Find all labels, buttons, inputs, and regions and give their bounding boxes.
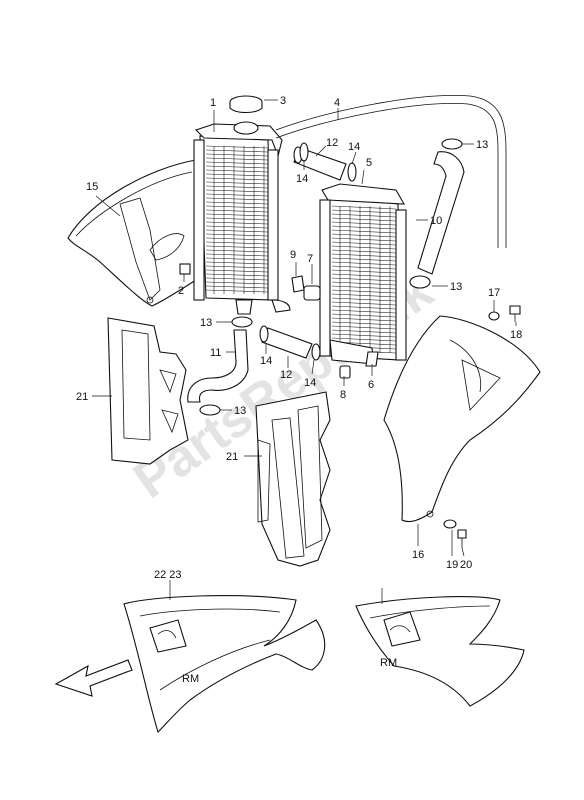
callout-12-lower: 12 bbox=[280, 369, 292, 381]
callout-12-upper: 12 bbox=[326, 137, 338, 149]
callout-14-upper-left: 14 bbox=[296, 173, 308, 185]
part-21-lower-guard[interactable] bbox=[255, 391, 331, 567]
part-17-washer[interactable] bbox=[488, 311, 500, 321]
part-10-right-hose[interactable] bbox=[417, 151, 465, 275]
svg-text:RM: RM bbox=[182, 673, 199, 685]
part-4-breather-hose[interactable] bbox=[275, 95, 507, 248]
leader-lines bbox=[92, 99, 517, 604]
callout-16: 16 bbox=[412, 549, 424, 561]
callout-13-lower-left-bottom: 13 bbox=[234, 405, 246, 417]
callout-11: 11 bbox=[210, 347, 221, 359]
part-8-bolt[interactable] bbox=[339, 365, 351, 379]
forward-arrow-icon bbox=[54, 659, 133, 697]
part-16-right-shroud[interactable] bbox=[383, 315, 541, 523]
callout-18: 18 bbox=[510, 329, 522, 341]
callout-10: 10 bbox=[430, 215, 442, 227]
part-20-bolt[interactable] bbox=[457, 529, 467, 548]
callout-2: 2 bbox=[178, 285, 184, 297]
callout-13-top-right: 13 bbox=[476, 139, 488, 151]
callout-14-upper-right: 14 bbox=[348, 141, 360, 153]
callout-13-mid-right: 13 bbox=[450, 281, 462, 293]
part-3-radiator-cap[interactable] bbox=[229, 95, 263, 114]
part-19-washer[interactable] bbox=[443, 519, 457, 529]
callout-22-23: 22 23 bbox=[154, 569, 182, 581]
callout-labels: 1 3 4 12 14 13 14 5 15 10 9 7 2 13 17 18… bbox=[76, 95, 522, 581]
callout-3: 3 bbox=[280, 95, 286, 107]
part-13-clamp-mid-right[interactable] bbox=[409, 275, 431, 289]
part-13-clamp-top-right[interactable] bbox=[441, 138, 463, 150]
right-emblem-shroud[interactable]: RM bbox=[355, 596, 525, 707]
part-9-grommet[interactable] bbox=[291, 275, 305, 293]
part-13-clamp-lower-left-bottom[interactable] bbox=[199, 404, 221, 416]
callout-21-lower: 21 bbox=[226, 451, 238, 463]
part-21-upper-guard[interactable] bbox=[107, 317, 189, 465]
part-14-lower-clamps[interactable] bbox=[259, 325, 321, 361]
callout-14-lower-left: 14 bbox=[260, 355, 272, 367]
part-2-bolt[interactable] bbox=[179, 263, 191, 275]
callout-5: 5 bbox=[366, 157, 372, 169]
part-1-left-radiator[interactable] bbox=[193, 121, 291, 315]
part-11-lower-hose[interactable] bbox=[187, 329, 249, 403]
svg-text:RM: RM bbox=[380, 657, 397, 669]
callout-19: 19 bbox=[446, 559, 458, 571]
part-5-right-radiator[interactable] bbox=[319, 183, 407, 367]
callout-15: 15 bbox=[86, 181, 98, 193]
part-18-bolt[interactable] bbox=[509, 305, 521, 322]
callout-8: 8 bbox=[340, 389, 346, 401]
callout-4: 4 bbox=[334, 97, 340, 109]
part-22-23-left-emblem-shroud[interactable]: RM bbox=[123, 595, 326, 734]
callout-9: 9 bbox=[290, 249, 296, 261]
callout-7: 7 bbox=[307, 253, 313, 265]
callout-17: 17 bbox=[488, 287, 500, 299]
callout-13-lower-left-top: 13 bbox=[200, 317, 212, 329]
callout-1: 1 bbox=[210, 97, 216, 109]
callout-21-upper: 21 bbox=[76, 391, 88, 403]
part-14-upper-clamps[interactable] bbox=[299, 142, 357, 182]
callout-20: 20 bbox=[460, 559, 472, 571]
part-7-collar[interactable] bbox=[303, 285, 321, 301]
callout-14-lower-right: 14 bbox=[304, 377, 316, 389]
callout-6: 6 bbox=[368, 379, 374, 391]
part-13-clamp-lower-left-top[interactable] bbox=[231, 316, 253, 328]
